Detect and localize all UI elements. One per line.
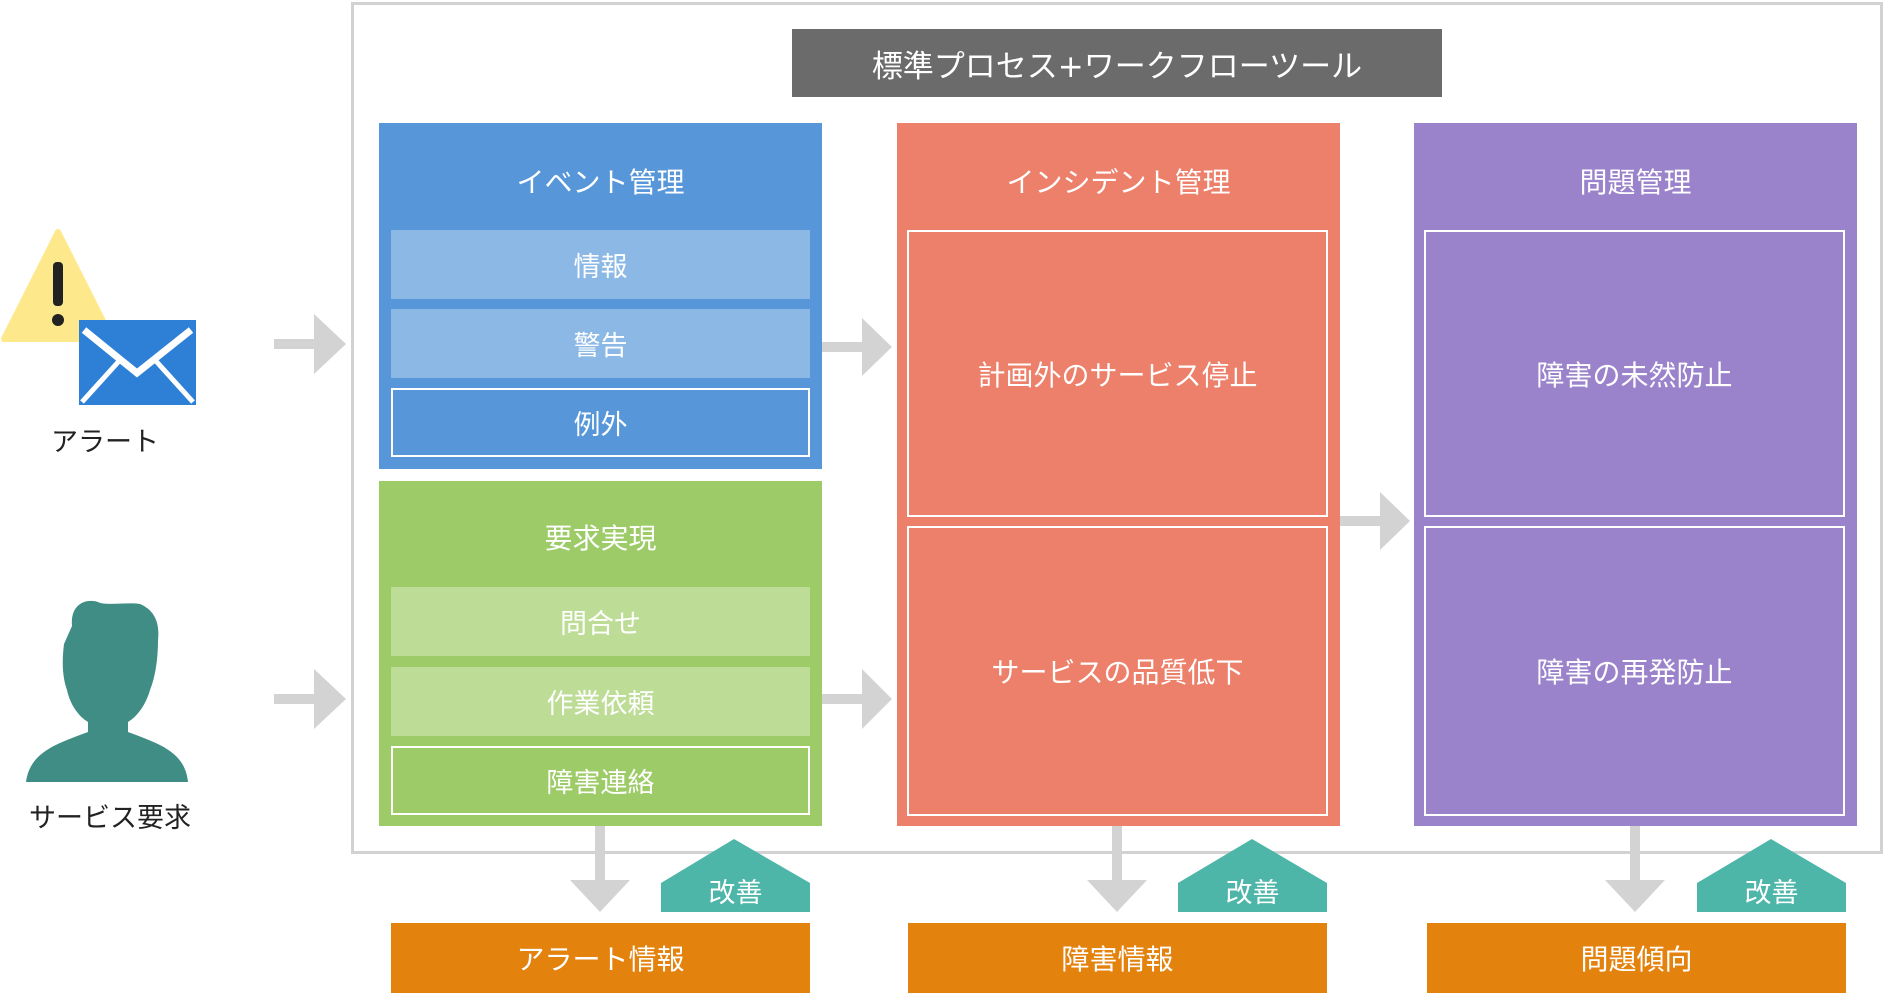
improve-shape-1 [661, 839, 810, 912]
problem-item-recurrence-prevention: 障害の再発防止 [1424, 526, 1845, 816]
event-item-warning: 警告 [391, 309, 810, 378]
problem-management-title: 問題管理 [1579, 166, 1692, 199]
output-problem-trends: 問題傾向 [1427, 923, 1846, 993]
incident-management-panel: インシデント管理 計画外のサービス停止 サービスの品質低下 [897, 123, 1340, 826]
improve-label-1: 改善 [708, 878, 763, 909]
event-item-info: 情報 [391, 230, 810, 299]
event-management-title: イベント管理 [516, 166, 685, 199]
improve-shape-3 [1697, 839, 1846, 912]
arrow-problem-to-output [1605, 826, 1665, 912]
output-alert-info: アラート情報 [391, 923, 810, 993]
event-item-exception: 例外 [391, 388, 810, 457]
improve-label-2: 改善 [1225, 878, 1280, 909]
improve-badge-1: 改善 [661, 839, 810, 912]
request-item-fault-report: 障害連絡 [391, 746, 810, 815]
arrow-service-to-request [274, 669, 346, 729]
arrow-incident-to-problem [1340, 492, 1410, 550]
improve-shape-2 [1178, 839, 1327, 912]
arrow-request-to-output [570, 826, 630, 912]
event-management-panel: イベント管理 情報 警告 例外 [379, 123, 822, 469]
improve-badge-2: 改善 [1178, 839, 1327, 912]
improve-label-3: 改善 [1744, 878, 1799, 909]
improve-badge-3: 改善 [1697, 839, 1846, 912]
arrow-alert-to-event [274, 314, 346, 374]
user-icon [26, 600, 188, 782]
mail-icon [79, 320, 196, 405]
warning-icon [1, 229, 115, 342]
alert-label: アラート [51, 427, 159, 458]
problem-item-prevention: 障害の未然防止 [1424, 230, 1845, 517]
problem-management-panel: 問題管理 障害の未然防止 障害の再発防止 [1414, 123, 1857, 826]
request-fulfillment-title: 要求実現 [544, 522, 657, 555]
incident-management-title: インシデント管理 [1006, 166, 1231, 199]
incident-item-unplanned-outage: 計画外のサービス停止 [907, 230, 1328, 517]
service-request-label: サービス要求 [29, 803, 191, 834]
output-fault-info: 障害情報 [908, 923, 1327, 993]
request-item-inquiry: 問合せ [391, 587, 810, 656]
request-fulfillment-panel: 要求実現 問合せ 作業依頼 障害連絡 [379, 481, 822, 826]
request-item-work-request: 作業依頼 [391, 667, 810, 736]
arrow-incident-to-output [1087, 826, 1147, 912]
incident-item-quality-degradation: サービスの品質低下 [907, 526, 1328, 816]
diagram-title: 標準プロセス+ワークフローツール [792, 29, 1442, 97]
arrow-event-to-incident [822, 318, 892, 376]
arrow-request-to-incident [822, 669, 892, 729]
